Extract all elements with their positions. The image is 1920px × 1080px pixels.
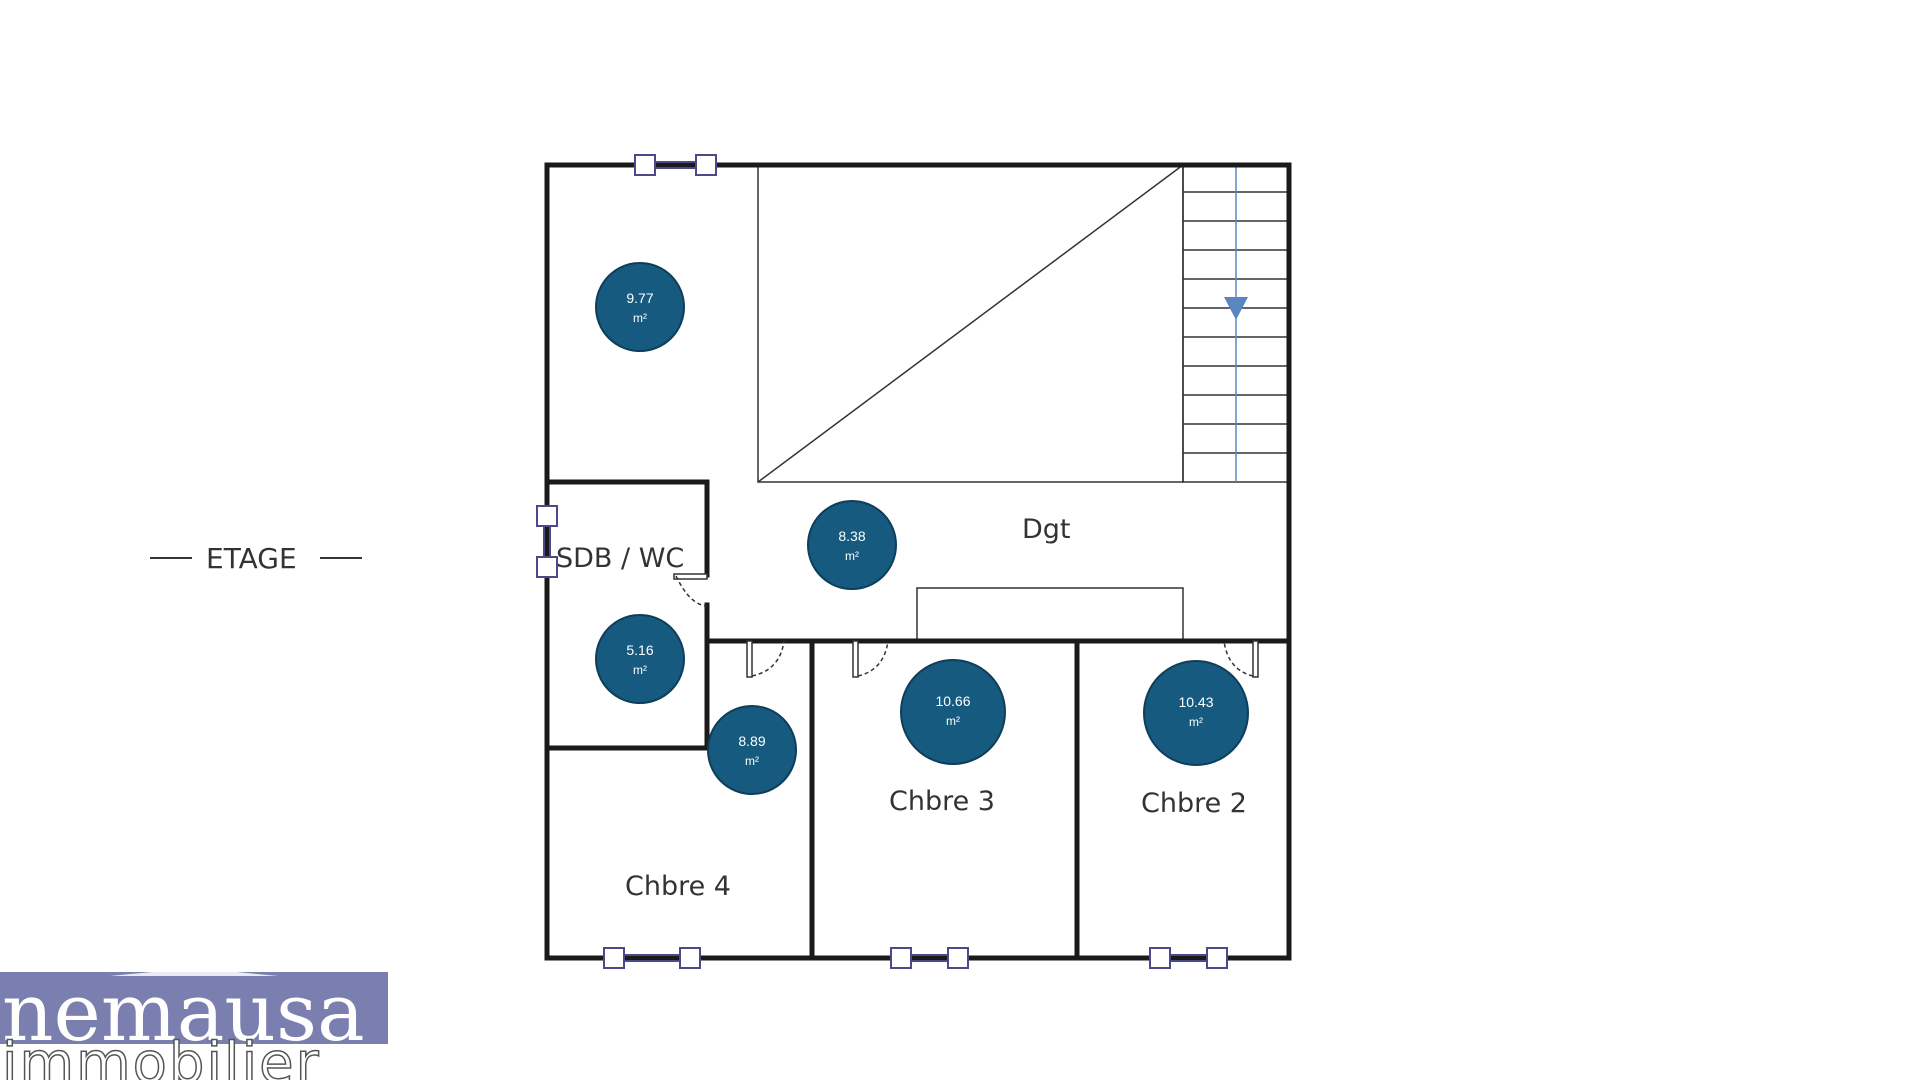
room-label-chbre2: Chbre 2 xyxy=(1141,788,1247,819)
area-badge: 8.38 m² xyxy=(807,500,897,590)
area-value: 8.38 xyxy=(838,528,865,544)
window-chbre2 xyxy=(1149,947,1228,969)
door-chbre2-leaf xyxy=(1252,640,1259,678)
area-value: 10.43 xyxy=(1178,694,1213,710)
door-chbre3-swing xyxy=(857,640,889,677)
window-top xyxy=(634,154,717,176)
area-unit: m² xyxy=(745,754,759,768)
logo-band xyxy=(0,972,388,1044)
company-logo: nemausa immobilier xyxy=(0,966,388,1080)
area-unit: m² xyxy=(1189,715,1203,729)
area-badge: 10.66 m² xyxy=(900,659,1006,765)
area-badge: 9.77 m² xyxy=(595,262,685,352)
logo-roof-icon xyxy=(110,968,278,976)
area-badge: 10.43 m² xyxy=(1143,660,1249,766)
room-label-chbre4: Chbre 4 xyxy=(625,871,731,902)
area-badge: 5.16 m² xyxy=(595,614,685,704)
room-label-dgt: Dgt xyxy=(1022,514,1071,545)
door-sdb-leaf xyxy=(673,573,708,580)
area-badge: 8.89 m² xyxy=(707,705,797,795)
area-unit: m² xyxy=(633,311,647,325)
area-badges: 9.77 m² 8.38 m² 5.16 m² 8.89 m² 10.66 m²… xyxy=(595,262,1249,795)
room-label-sdb-wc: SDB / WC xyxy=(556,543,684,574)
room-label-chbre3: Chbre 3 xyxy=(889,786,995,817)
area-unit: m² xyxy=(946,714,960,728)
door-chbre2-swing xyxy=(1223,640,1254,677)
area-value: 5.16 xyxy=(626,642,653,658)
doors xyxy=(673,573,1259,678)
landing-rect xyxy=(916,587,1184,642)
area-value: 10.66 xyxy=(935,693,970,709)
area-unit: m² xyxy=(633,663,647,677)
logo-tagline: immobilier xyxy=(2,1031,321,1080)
window-left xyxy=(536,505,558,578)
void-diagonal xyxy=(757,164,1184,483)
area-value: 9.77 xyxy=(626,290,653,306)
door-sdb-swing xyxy=(675,575,708,607)
logo-wordmark: nemausa xyxy=(2,966,365,1059)
door-chbre3-leaf xyxy=(852,640,859,678)
level-label-group: ETAGE xyxy=(150,542,362,575)
staircase xyxy=(1182,164,1290,483)
stair-down-arrow-icon xyxy=(1224,297,1248,320)
level-label: ETAGE xyxy=(206,542,297,575)
area-unit: m² xyxy=(845,549,859,563)
window-chbre3 xyxy=(890,947,969,969)
area-value: 8.89 xyxy=(738,733,765,749)
window-chbre4 xyxy=(603,947,701,969)
windows xyxy=(536,154,1228,969)
door-chbre4-swing xyxy=(751,640,785,677)
logo-wordmark-text: nemausa xyxy=(2,966,365,1059)
open-void xyxy=(757,164,1184,483)
door-chbre4-leaf xyxy=(746,640,753,678)
room-labels: SDB / WC Dgt Chbre 4 Chbre 3 Chbre 2 xyxy=(556,514,1247,902)
interior-walls xyxy=(544,479,1292,961)
